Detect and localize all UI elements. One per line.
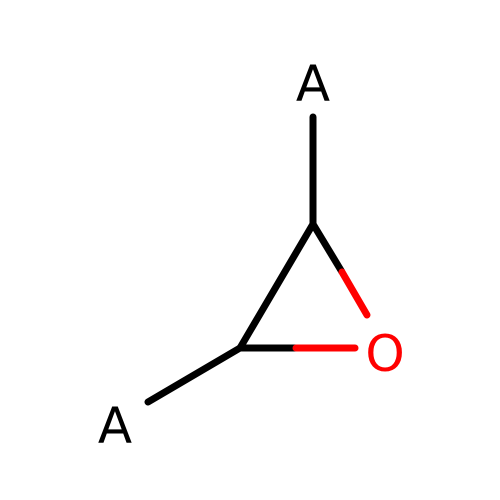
bond-carbon-carbon [236,220,317,352]
atom-label-bottom-a: A [98,397,132,455]
atom-label-top-a: A [296,55,330,113]
bond-bottom-substituent [144,344,244,406]
bond-top-carbon-oxygen-red [338,268,371,319]
atom-label-oxygen: O [365,325,404,383]
bond-top-carbon-oxygen-black [310,222,345,274]
